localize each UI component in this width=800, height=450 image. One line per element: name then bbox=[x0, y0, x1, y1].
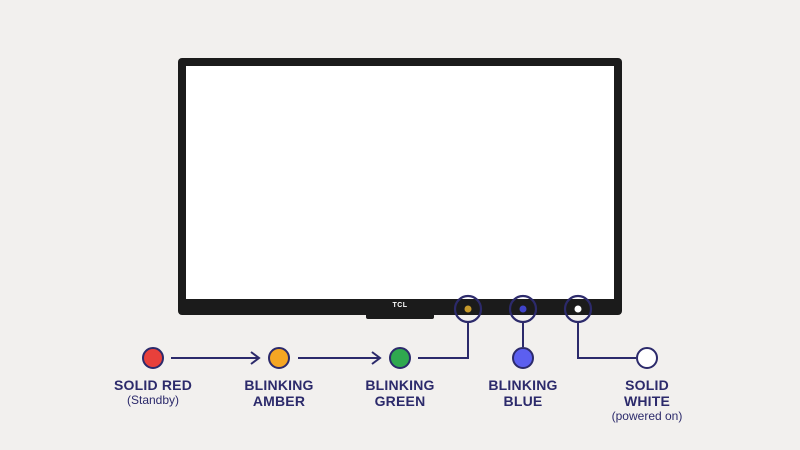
tv bbox=[178, 58, 622, 319]
dot-solid-red bbox=[142, 347, 164, 369]
tv-screen bbox=[186, 66, 614, 299]
dot-blinking-blue bbox=[512, 347, 534, 369]
label-solid-red-sub: (Standby) bbox=[126, 393, 180, 407]
dot-blinking-amber bbox=[268, 347, 290, 369]
connector-white-to-bezel bbox=[577, 322, 636, 359]
connector-green-to-bezel bbox=[418, 322, 469, 359]
label-blinking-blue-line1: BLINKING bbox=[488, 377, 558, 393]
label-solid-white-line2: WHITE bbox=[623, 393, 671, 409]
label-blinking-green-line1: BLINKING bbox=[365, 377, 435, 393]
label-solid-white-sub: (powered on) bbox=[611, 409, 683, 423]
arrowhead-green bbox=[371, 351, 382, 365]
label-solid-white: SOLID WHITE (powered on) bbox=[587, 377, 707, 424]
label-solid-red-line1: SOLID RED bbox=[113, 377, 193, 393]
dot-blinking-green bbox=[389, 347, 411, 369]
label-blinking-blue: BLINKING BLUE bbox=[463, 377, 583, 409]
state-dots bbox=[142, 347, 658, 369]
label-blinking-blue-line2: BLUE bbox=[503, 393, 543, 409]
dot-solid-white bbox=[636, 347, 658, 369]
tv-stand-base bbox=[366, 313, 434, 319]
label-blinking-green: BLINKING GREEN bbox=[340, 377, 460, 409]
label-blinking-green-line2: GREEN bbox=[374, 393, 426, 409]
label-blinking-amber: BLINKING AMBER bbox=[219, 377, 339, 409]
arrowhead-amber bbox=[250, 351, 261, 365]
label-solid-white-line1: SOLID bbox=[625, 377, 669, 393]
label-blinking-amber-line1: BLINKING bbox=[244, 377, 314, 393]
label-blinking-amber-line2: AMBER bbox=[252, 393, 306, 409]
bezel-indicator-white bbox=[574, 305, 582, 313]
bezel-indicator-amber bbox=[464, 305, 472, 313]
label-solid-red: SOLID RED (Standby) bbox=[93, 377, 213, 408]
connectors bbox=[171, 322, 636, 365]
tv-brand-logo: TCL bbox=[392, 302, 408, 309]
bezel-indicator-blue bbox=[519, 305, 527, 313]
